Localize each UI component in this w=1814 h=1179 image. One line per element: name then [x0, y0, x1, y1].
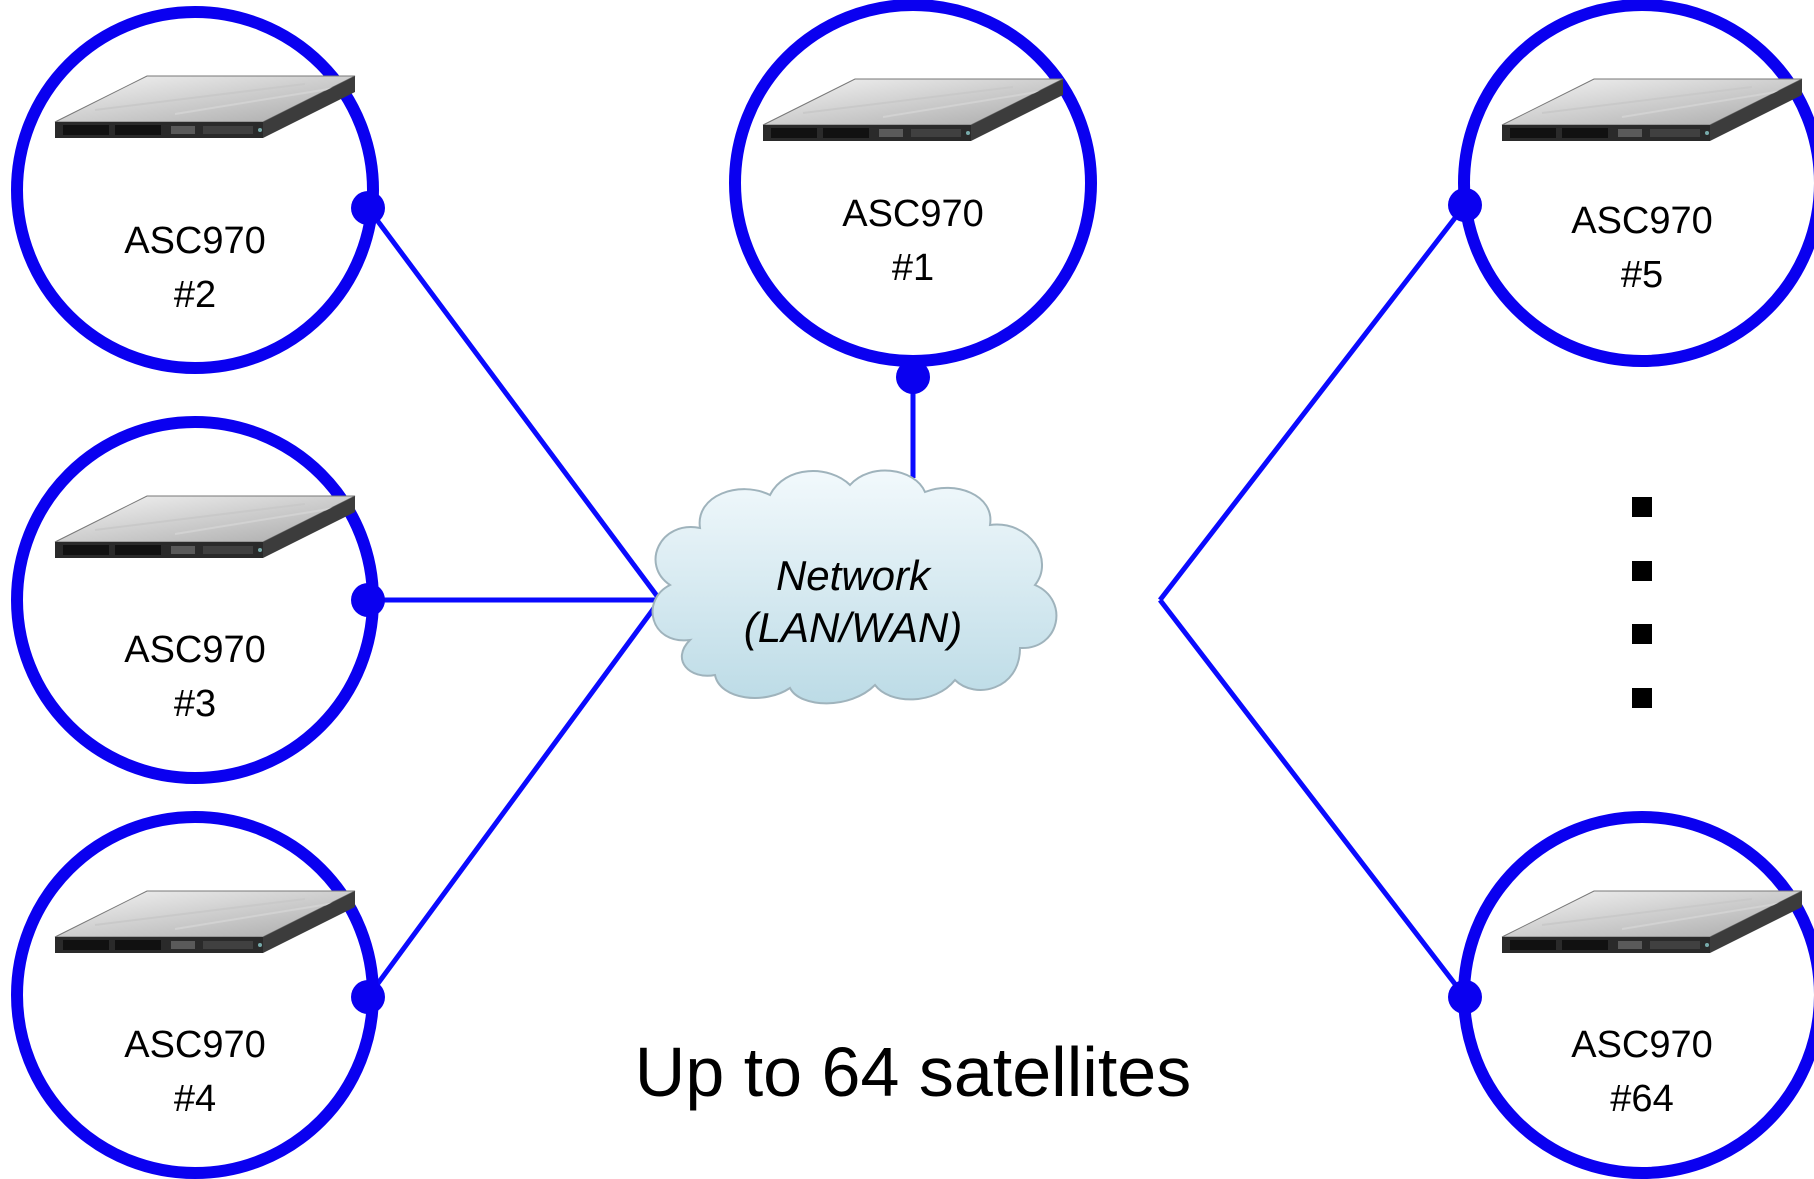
connector-dots — [351, 188, 1482, 1014]
caption: Up to 64 satellites — [635, 1033, 1191, 1111]
node-label-line2: #1 — [892, 247, 934, 289]
link-node-5 — [1158, 203, 1467, 602]
ellipsis-marks — [1632, 497, 1652, 708]
node-asc970-2: ASC970 #2 — [11, 6, 379, 374]
node-label-line1: ASC970 — [124, 1024, 266, 1066]
connector-dot — [351, 583, 385, 617]
ellipsis-square — [1632, 688, 1652, 708]
node-asc970-4: ASC970 #4 — [11, 811, 379, 1179]
node-asc970-64: ASC970 #64 — [1458, 811, 1814, 1179]
network-label-line2: (LAN/WAN) — [744, 604, 963, 651]
node-asc970-5: ASC970 #5 — [1458, 0, 1814, 367]
connector-dot — [351, 191, 385, 225]
link-node-64 — [1158, 598, 1467, 999]
connector-dot — [351, 980, 385, 1014]
connector-dot — [1448, 188, 1482, 222]
node-label-line1: ASC970 — [842, 193, 984, 235]
node-label-line2: #2 — [174, 274, 216, 316]
node-label-line2: #64 — [1610, 1078, 1673, 1120]
node-ring — [1458, 0, 1814, 367]
node-label-line1: ASC970 — [124, 220, 266, 262]
link-node-4 — [365, 598, 663, 999]
node-asc970-3: ASC970 #3 — [11, 416, 379, 784]
network-cloud: Network (LAN/WAN) — [651, 469, 1058, 705]
ellipsis-square — [1632, 561, 1652, 581]
node-label-line1: ASC970 — [1571, 1024, 1713, 1066]
node-label-line1: ASC970 — [124, 629, 266, 671]
network-label-line1: Network — [776, 552, 932, 599]
node-label-line1: ASC970 — [1571, 200, 1713, 242]
node-label-line2: #5 — [1621, 254, 1663, 296]
ellipsis-square — [1632, 624, 1652, 644]
node-label-line2: #3 — [174, 683, 216, 725]
node-label-line2: #4 — [174, 1078, 216, 1120]
connector-dot — [896, 360, 930, 394]
link-node-2 — [365, 206, 663, 602]
connector-dot — [1448, 980, 1482, 1014]
node-ring — [729, 0, 1097, 367]
node-asc970-1: ASC970 #1 — [729, 0, 1097, 367]
network-links — [365, 203, 1467, 999]
ellipsis-square — [1632, 497, 1652, 517]
